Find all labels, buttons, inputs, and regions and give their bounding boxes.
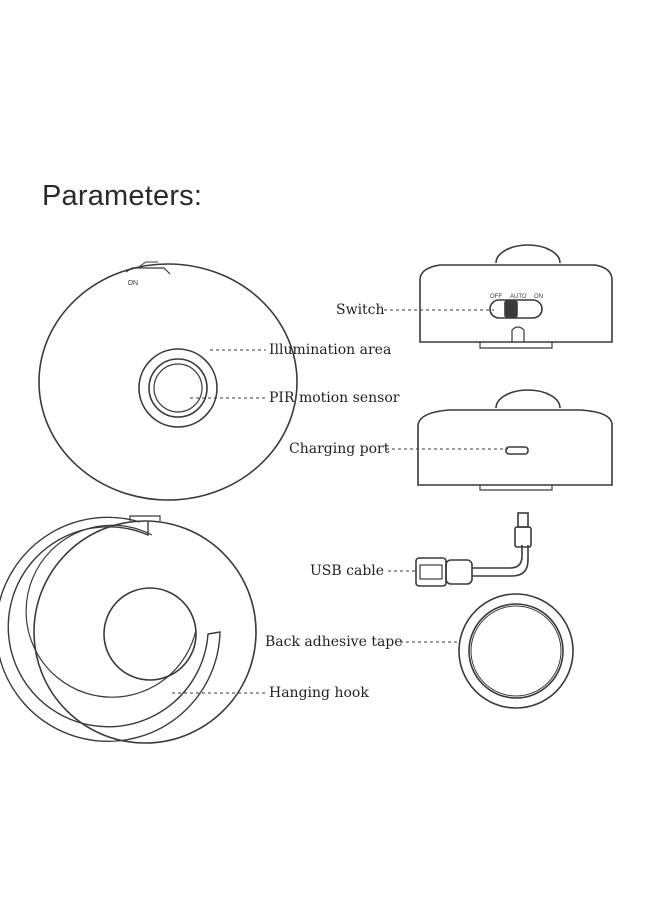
back-center-ring: [103, 587, 197, 681]
label-charging-port: Charging port: [289, 441, 390, 457]
label-usb-cable: USB cable: [310, 563, 385, 579]
device-back-view: [0, 515, 257, 744]
switch-auto-label: AUTO: [510, 294, 527, 300]
device-side-view-switch: [419, 244, 613, 349]
usb-cable: [415, 512, 532, 587]
label-hanging-hook: Hanging hook: [269, 685, 369, 701]
label-switch: Switch: [336, 302, 385, 318]
label-back-adhesive-tape: Back adhesive tape: [265, 634, 403, 650]
device-front-view: NO: [38, 261, 298, 501]
charging-port-slot: [505, 446, 529, 455]
switch-slider: [489, 299, 543, 319]
switch-on-label: ON: [534, 294, 543, 300]
label-illumination-area: Illumination area: [269, 342, 392, 358]
label-pir-motion-sensor: PIR motion sensor: [269, 390, 400, 406]
page-title: Parameters:: [42, 180, 203, 212]
adhesive-tape: [458, 593, 574, 709]
device-mark-text: NO: [127, 278, 138, 285]
sensor-inner-ring: [148, 358, 208, 418]
sensor-outer-ring: [138, 348, 218, 428]
leader-lines: [172, 309, 508, 694]
hook-track: [0, 516, 221, 743]
switch-off-label: OFF: [490, 294, 502, 300]
device-side-view-port: [417, 389, 613, 491]
